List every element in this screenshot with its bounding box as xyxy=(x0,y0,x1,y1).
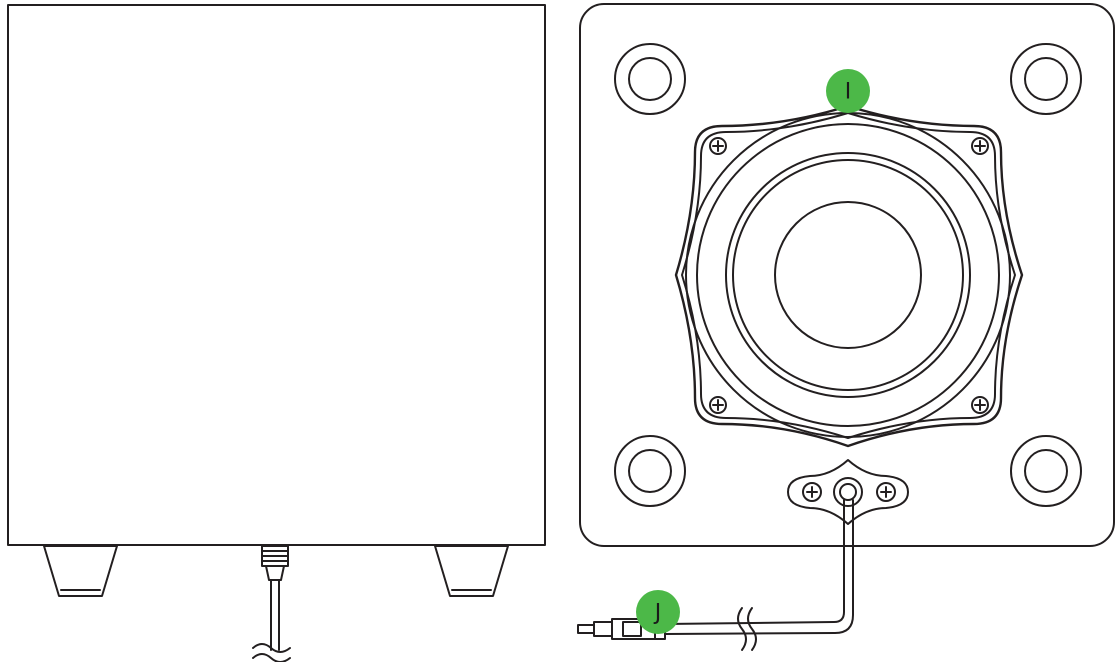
callout-badge-cable-connector xyxy=(636,590,680,634)
power-cable-bottom xyxy=(664,499,854,651)
callout-label-woofer: I xyxy=(845,80,852,105)
woofer-driver xyxy=(685,112,1011,438)
driver-screw-bottom-left xyxy=(709,396,727,414)
cable-strain-relief xyxy=(261,545,289,581)
subwoofer-side-view xyxy=(7,4,546,662)
corner-foot-bottom-right xyxy=(1010,435,1082,507)
callout-label-cable-connector: J xyxy=(653,601,662,626)
subwoofer-bottom-view xyxy=(577,3,1115,651)
callout-cable-connector: J xyxy=(636,590,680,634)
dust-cap xyxy=(774,201,922,349)
driver-screw-top-left xyxy=(709,137,727,155)
driver-screw-bottom-right xyxy=(971,396,989,414)
corner-foot-bottom-left xyxy=(614,435,686,507)
foot-right xyxy=(434,545,509,597)
cabinet-side-panel xyxy=(7,4,546,546)
driver-screw-top-right xyxy=(971,137,989,155)
corner-foot-top-right xyxy=(1010,43,1082,115)
corner-foot-top-left xyxy=(614,43,686,115)
foot-left xyxy=(43,545,118,597)
callout-woofer: I xyxy=(826,69,870,113)
power-cable-side xyxy=(252,579,291,662)
cable-clamp xyxy=(787,459,909,525)
callout-badge-woofer xyxy=(826,69,870,113)
